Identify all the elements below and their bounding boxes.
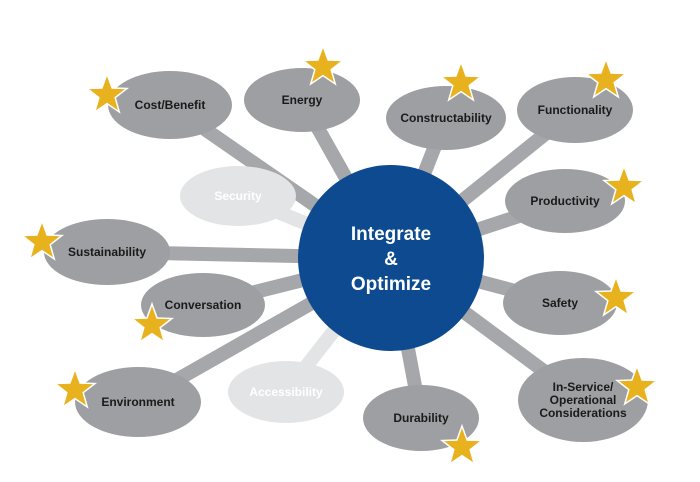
- star-icon-constructability: [438, 59, 484, 102]
- node-sustainability: Sustainability: [44, 219, 170, 285]
- node-constructability: Constructability: [386, 86, 506, 150]
- node-label-productivity: Productivity: [530, 194, 600, 208]
- star-icon-productivity: [601, 163, 647, 206]
- node-ellipse-accessibility: [228, 361, 344, 423]
- node-functionality: Functionality: [517, 77, 633, 143]
- node-ellipse-security: [180, 166, 296, 226]
- node-label-environment: Environment: [101, 395, 174, 409]
- node-ellipse-constructability: [386, 86, 506, 150]
- node-productivity: Productivity: [505, 169, 625, 233]
- node-ellipse-productivity: [505, 169, 625, 233]
- node-label-accessibility: Accessibility: [249, 385, 323, 399]
- node-ellipse-environment: [75, 367, 201, 437]
- node-ellipse-energy: [244, 68, 360, 132]
- node-ellipse-conversation: [141, 273, 265, 337]
- hub-label-line: &: [384, 249, 398, 270]
- node-safety: Safety: [503, 271, 617, 335]
- node-label-in-service: Considerations: [539, 406, 627, 420]
- node-ellipse-cost-benefit: [108, 71, 232, 139]
- node-ellipse-in-service: [518, 358, 648, 442]
- node-ellipse-durability: [363, 385, 479, 451]
- node-label-in-service: Operational: [550, 393, 617, 407]
- star-icon-energy: [300, 43, 346, 86]
- node-label-cost-benefit: Cost/Benefit: [135, 98, 206, 112]
- node-security: Security: [180, 166, 296, 226]
- star-icon-durability: [439, 423, 485, 466]
- node-ellipse-sustainability: [44, 219, 170, 285]
- node-environment: Environment: [75, 367, 201, 437]
- node-label-in-service: In-Service/: [553, 380, 614, 394]
- hub-label-line: Integrate: [351, 224, 431, 245]
- hub-label-line: Optimize: [351, 274, 431, 295]
- node-label-security: Security: [214, 189, 262, 203]
- star-icon-cost-benefit: [84, 71, 130, 114]
- center-hub: Integrate & Optimize: [298, 165, 484, 351]
- stars-layer: [19, 43, 660, 466]
- node-cost-benefit: Cost/Benefit: [108, 71, 232, 139]
- node-ellipse-safety: [503, 271, 617, 335]
- hub-circle: [298, 165, 484, 351]
- node-label-sustainability: Sustainability: [68, 245, 146, 259]
- star-icon-conversation: [129, 301, 175, 344]
- star-icon-functionality: [583, 56, 629, 99]
- star-icon-environment: [52, 366, 98, 409]
- node-conversation: Conversation: [141, 273, 265, 337]
- node-energy: Energy: [244, 68, 360, 132]
- node-durability: Durability: [363, 385, 479, 451]
- node-label-conversation: Conversation: [165, 298, 242, 312]
- star-icon-sustainability: [19, 218, 65, 261]
- node-label-energy: Energy: [282, 93, 323, 107]
- node-label-safety: Safety: [542, 296, 578, 310]
- node-label-durability: Durability: [393, 411, 449, 425]
- star-icon-safety: [593, 274, 639, 317]
- node-ellipse-functionality: [517, 77, 633, 143]
- node-label-constructability: Constructability: [400, 111, 492, 125]
- node-accessibility: Accessibility: [228, 361, 344, 423]
- node-label-functionality: Functionality: [538, 103, 613, 117]
- star-icon-in-service: [614, 363, 660, 406]
